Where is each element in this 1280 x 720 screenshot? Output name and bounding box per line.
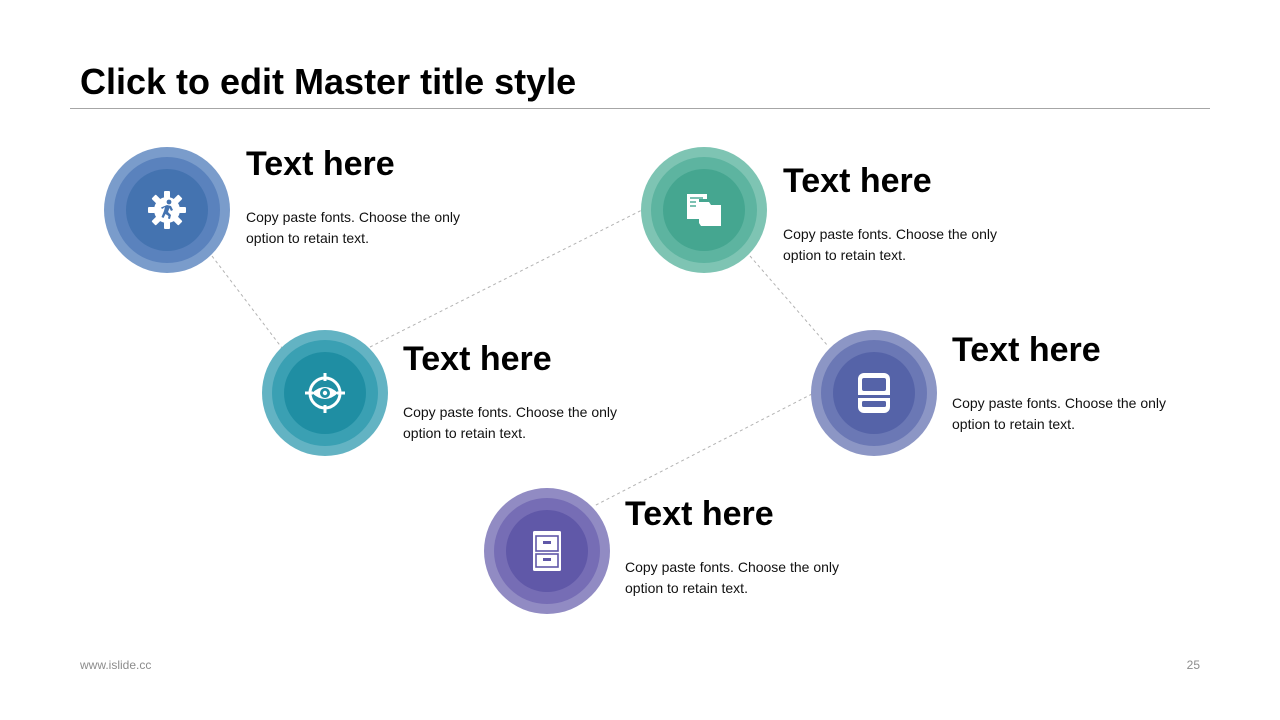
filing-cabinet-icon [522,526,572,576]
connector-2-3 [369,209,643,348]
node-2-title: Text here [403,340,552,378]
title-divider [70,108,1210,109]
node-2-description: Copy paste fonts. Choose the only option… [403,404,618,441]
diagram-node-1 [104,147,230,273]
page-number: 25 [1186,658,1200,672]
connector-4-5 [593,393,813,507]
connector-1-2 [211,255,283,349]
footer-url: www.islide.cc [80,658,152,672]
page-title: Click to edit Master title style [80,61,577,102]
node-4-title: Text here [952,331,1101,369]
connector-3-4 [749,255,829,347]
diagram-node-3 [641,147,767,273]
node-3-description: Copy paste fonts. Choose the only option… [783,226,998,263]
documents-folder-icon [679,185,729,235]
node-5-description: Copy paste fonts. Choose the only option… [625,559,840,596]
target-eye-icon [300,368,350,418]
node-4-description: Copy paste fonts. Choose the only option… [952,395,1167,432]
node-1-description: Copy paste fonts. Choose the only option… [246,209,461,246]
node-3-title: Text here [783,162,932,200]
storage-drive-icon [849,368,899,418]
diagram-node-4 [811,330,937,456]
node-1-title: Text here [246,145,395,183]
diagram-node-5 [484,488,610,614]
diagram-node-2 [262,330,388,456]
gear-runner-icon [142,185,192,235]
node-5-title: Text here [625,495,774,533]
